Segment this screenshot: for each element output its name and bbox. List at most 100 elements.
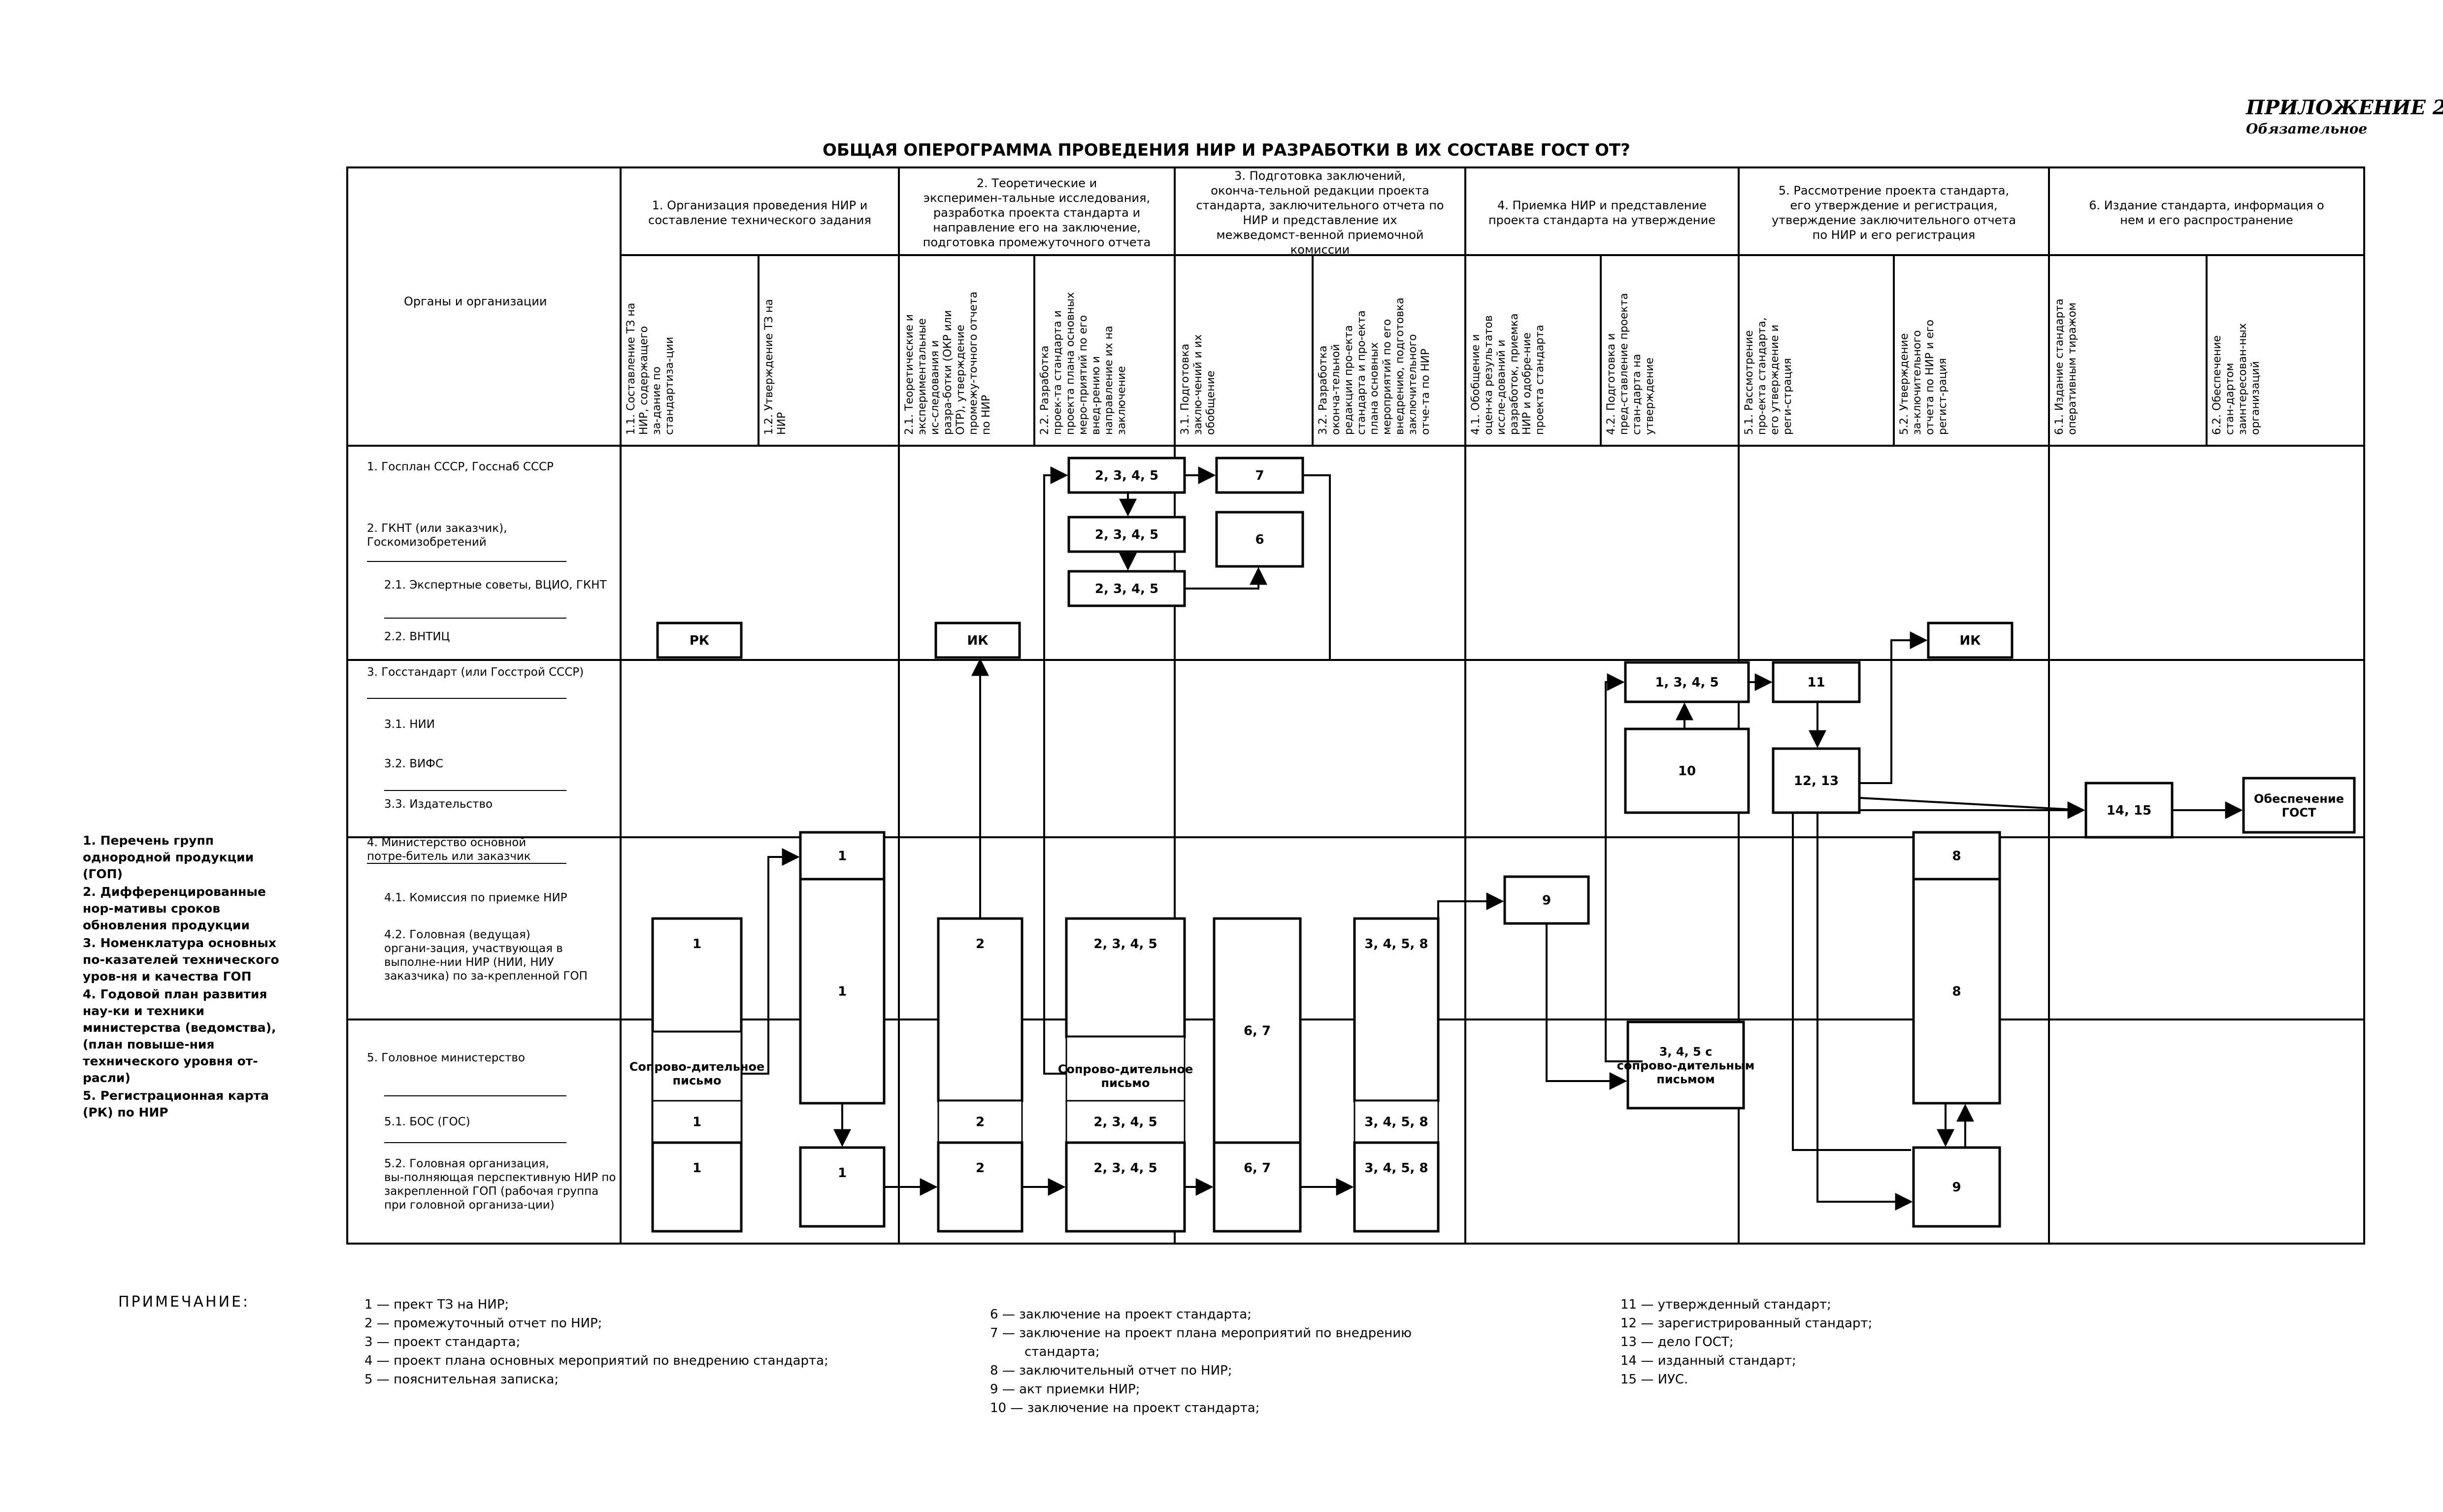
substage-label: меро-приятий по его xyxy=(1077,315,1089,435)
column-cell xyxy=(937,1141,1023,1233)
flow-arrow xyxy=(1043,466,1068,1075)
note-item: стандарта; xyxy=(1024,1345,1100,1359)
substage-label: реги-страция xyxy=(1782,358,1794,435)
row-label: 3.1. НИИ xyxy=(384,718,435,731)
flow-arrow xyxy=(741,848,800,1075)
substage-label: обобщение xyxy=(1205,370,1217,435)
column-cell-text: 1 xyxy=(693,937,701,952)
substage-label: 4.1. Обобщение и xyxy=(1470,334,1482,435)
ik-box-text: ИК xyxy=(1959,633,1981,648)
doc-box xyxy=(2242,777,2356,834)
doc-box xyxy=(2084,782,2174,839)
column-cell xyxy=(1065,1100,1186,1144)
column-cell-text: 2 xyxy=(976,937,985,952)
row-label: 4.1. Комиссия по приемке НИР xyxy=(384,891,567,904)
notes-col1: 1 — прект ТЗ на НИР; 2 — промежуточный о… xyxy=(364,1295,828,1389)
column-cell-text: 1 xyxy=(693,1161,701,1176)
column-cell-text: 3, 4, 5, 8 xyxy=(1364,937,1428,952)
row-label: 1. Госплан СССР, Госснаб СССР xyxy=(367,460,554,473)
doc-box-text: 8 xyxy=(1952,849,1961,864)
substage-label: оконча-тельной xyxy=(1330,344,1342,435)
doc-box-text: 2, 3, 4, 5 xyxy=(1095,582,1158,596)
column-cell xyxy=(799,1146,886,1228)
column-cell-text: 6, 7 xyxy=(1244,1024,1271,1039)
column-cell-text: 2 xyxy=(976,1115,985,1130)
note-item: 1 — прект ТЗ на НИР; xyxy=(364,1297,509,1312)
substage-label: разра-ботки (ОКР или xyxy=(942,310,954,435)
substage-label: организаций xyxy=(2249,361,2262,435)
column-cell xyxy=(1353,917,1440,1102)
doc-box xyxy=(1067,570,1186,607)
doc-box xyxy=(1215,457,1304,494)
substage-label: ОТР), утверждение xyxy=(955,325,967,435)
left-list-item: 1. Перечень групп однородной продукции (… xyxy=(83,833,254,881)
page-title: ОБЩАЯ ОПЕРОГРАММА ПРОВЕДЕНИЯ НИР И РАЗРА… xyxy=(823,140,1630,160)
row-label: 3.2. ВИФС xyxy=(384,757,443,770)
substage-label: оперативным тиражом xyxy=(2066,302,2079,435)
doc-box-text: 9 xyxy=(1542,893,1551,908)
stage-header: 3. Подготовка заключений,оконча-тельной … xyxy=(1196,169,1444,257)
column-cell-text: 1 xyxy=(838,849,847,864)
flow-arrows xyxy=(741,466,2243,1211)
column-cell-text: 2, 3, 4, 5 xyxy=(1093,1115,1157,1130)
substage-label: 4.2. Подготовка и xyxy=(1605,333,1618,435)
note-item: 11 — утвержденный стандарт; xyxy=(1620,1297,1831,1312)
substage-label: 5.1. Рассмотрение xyxy=(1743,330,1755,435)
row-label: 2.1. Экспертные советы, ВЦИО, ГКНТ xyxy=(384,579,607,592)
doc-box xyxy=(1626,1020,1745,1110)
substage-label: 5.2. Утверждение xyxy=(1898,333,1911,435)
substage-label: редакции про-екта xyxy=(1343,325,1355,435)
column-cell xyxy=(937,917,1023,1102)
flow-arrow xyxy=(1546,923,1627,1090)
flow-arrow xyxy=(1303,474,1331,660)
note-item: 8 — заключительный отчет по НИР; xyxy=(990,1363,1232,1378)
substage-label: регист-рация xyxy=(1937,358,1949,435)
substage-label: разработок, приемка xyxy=(1508,313,1520,435)
left-list-item: 4. Годовой план развития нау-ки и техник… xyxy=(83,987,276,1085)
substage-label: про-екта стандарта, xyxy=(1756,317,1768,435)
column-cell-text: 6, 7 xyxy=(1244,1161,1271,1176)
substage-label: мероприятий по его xyxy=(1381,319,1393,435)
substage-label: ис-следования и xyxy=(929,340,941,435)
column-cell xyxy=(799,878,886,1105)
substage-label: по НИР xyxy=(980,395,992,435)
row-label: 3.3. Издательство xyxy=(384,798,493,811)
substage-label: внед-рению и xyxy=(1090,356,1102,435)
corner-label: Органы и организации xyxy=(404,295,547,308)
column-cell xyxy=(1065,1141,1186,1233)
note-item: 12 — зарегистрированный стандарт; xyxy=(1620,1316,1873,1331)
left-list-item: 3. Номенклатура основных по-казателей те… xyxy=(83,936,279,984)
column-cell xyxy=(651,1141,743,1233)
doc-box-text: 1, 3, 4, 5 xyxy=(1655,675,1718,690)
flow-arrow xyxy=(1437,892,1504,919)
notes-col3: 11 — утвержденный стандарт; 12 — зарегис… xyxy=(1620,1295,1872,1389)
substage-label: 1.1. Составление ТЗ на xyxy=(625,303,637,435)
substage-label: проекта плана основных xyxy=(1064,292,1077,435)
column-cell xyxy=(1353,1141,1440,1233)
note-item: 6 — заключение на проект стандарта; xyxy=(990,1307,1252,1322)
doc-box xyxy=(1912,878,2001,1105)
substage-label: 3.2. Разработка xyxy=(1317,346,1329,435)
substage-label: оцен-ка результатов xyxy=(1483,315,1495,435)
substage-label: НИР и одобре-ние xyxy=(1521,332,1533,435)
substage-label: проекта стандарта xyxy=(1534,325,1546,435)
row-label: 2.2. ВНТИЦ xyxy=(384,630,450,643)
row-label: 5. Головное министерство xyxy=(367,1052,525,1064)
doc-box-text: 6 xyxy=(1255,532,1264,547)
column-cell xyxy=(1354,1100,1439,1144)
doc-box xyxy=(1067,457,1186,494)
substage-label: заклю-чений и их xyxy=(1192,334,1204,435)
column-cell-text: 2, 3, 4, 5 xyxy=(1093,937,1157,952)
doc-box-text: 12, 13 xyxy=(1794,774,1839,789)
substage-label: 6.2. Обеспечение xyxy=(2211,335,2223,435)
substage-label: стан-дартом xyxy=(2224,363,2236,435)
column-cell-text: 2, 3, 4, 5 xyxy=(1093,1161,1157,1176)
doc-box xyxy=(1772,747,1861,814)
note-item: 15 — ИУС. xyxy=(1620,1372,1688,1387)
